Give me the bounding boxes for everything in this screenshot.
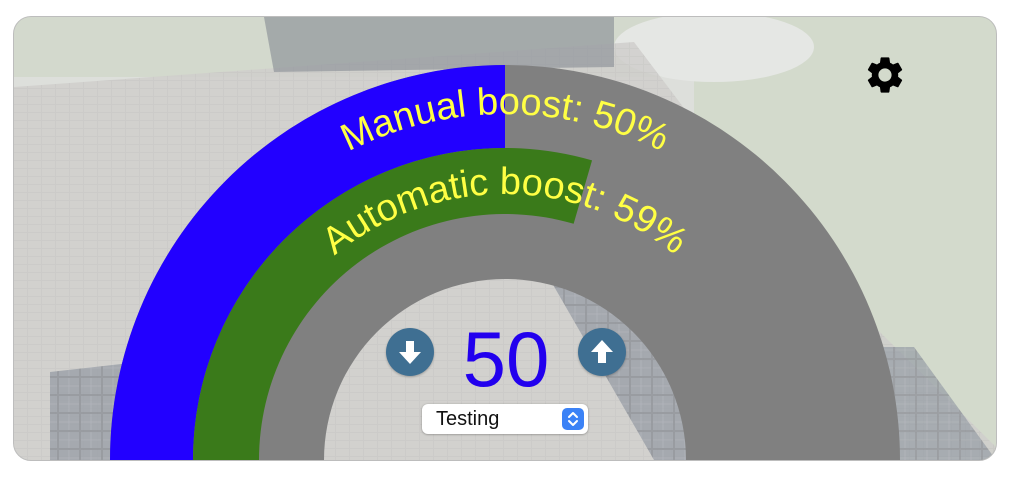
automatic-boost-arc — [192, 147, 593, 460]
chevron-up-down-icon — [562, 408, 584, 430]
gear-icon — [867, 57, 903, 93]
mode-select-value: Testing — [436, 408, 500, 430]
setpoint-value: 50 — [462, 315, 550, 403]
mode-select[interactable]: Testing — [422, 404, 588, 434]
decrease-button[interactable] — [386, 328, 434, 376]
manual-boost-arc — [110, 65, 505, 460]
arrow-down-circle-icon — [399, 341, 421, 364]
boost-gauge: Manual boost: 50% Automatic boost: 59% — [110, 65, 900, 460]
increase-button[interactable] — [578, 328, 626, 376]
boost-control-card: Manual boost: 50% Automatic boost: 59% 5… — [13, 16, 997, 461]
arrow-up-circle-icon — [591, 340, 613, 363]
settings-button[interactable] — [863, 53, 907, 97]
